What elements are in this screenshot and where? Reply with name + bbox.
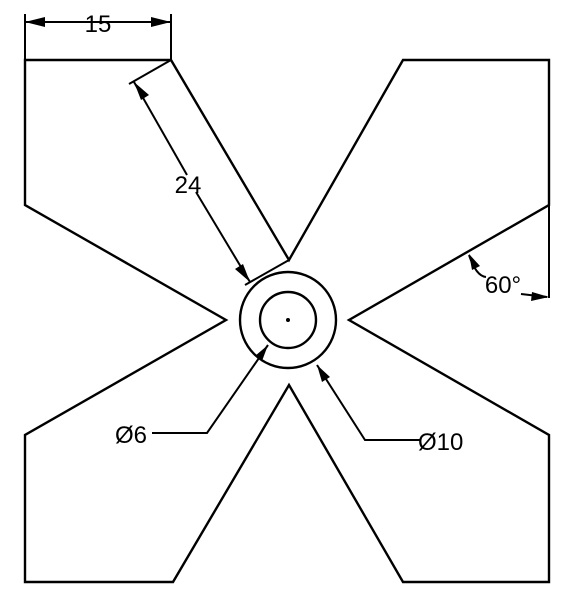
arrowhead [317,365,330,382]
arrowhead [255,345,268,361]
outer-diameter-label: Ø10 [418,429,463,456]
arrowhead [531,292,549,301]
arrowhead [25,17,45,27]
inner-diameter-label: Ø6 [115,422,147,449]
angle-dimension: 60° [468,205,550,301]
arrowhead [235,264,250,282]
inner-diameter-leader: Ø6 [115,344,269,449]
part-outline [23,58,551,584]
arrowhead [134,82,149,100]
center-point [286,318,290,322]
width-dimension: 15 [24,11,172,60]
width-label: 15 [85,11,112,38]
length-label: 24 [175,172,202,199]
arrowhead [469,254,480,270]
outer-diameter-leader: Ø10 [316,364,463,456]
inner-circle [258,290,318,350]
arrowhead [151,17,171,27]
outer-circle [238,270,338,370]
angle-label: 60° [485,272,521,299]
length-dimension: 24 [128,59,290,286]
